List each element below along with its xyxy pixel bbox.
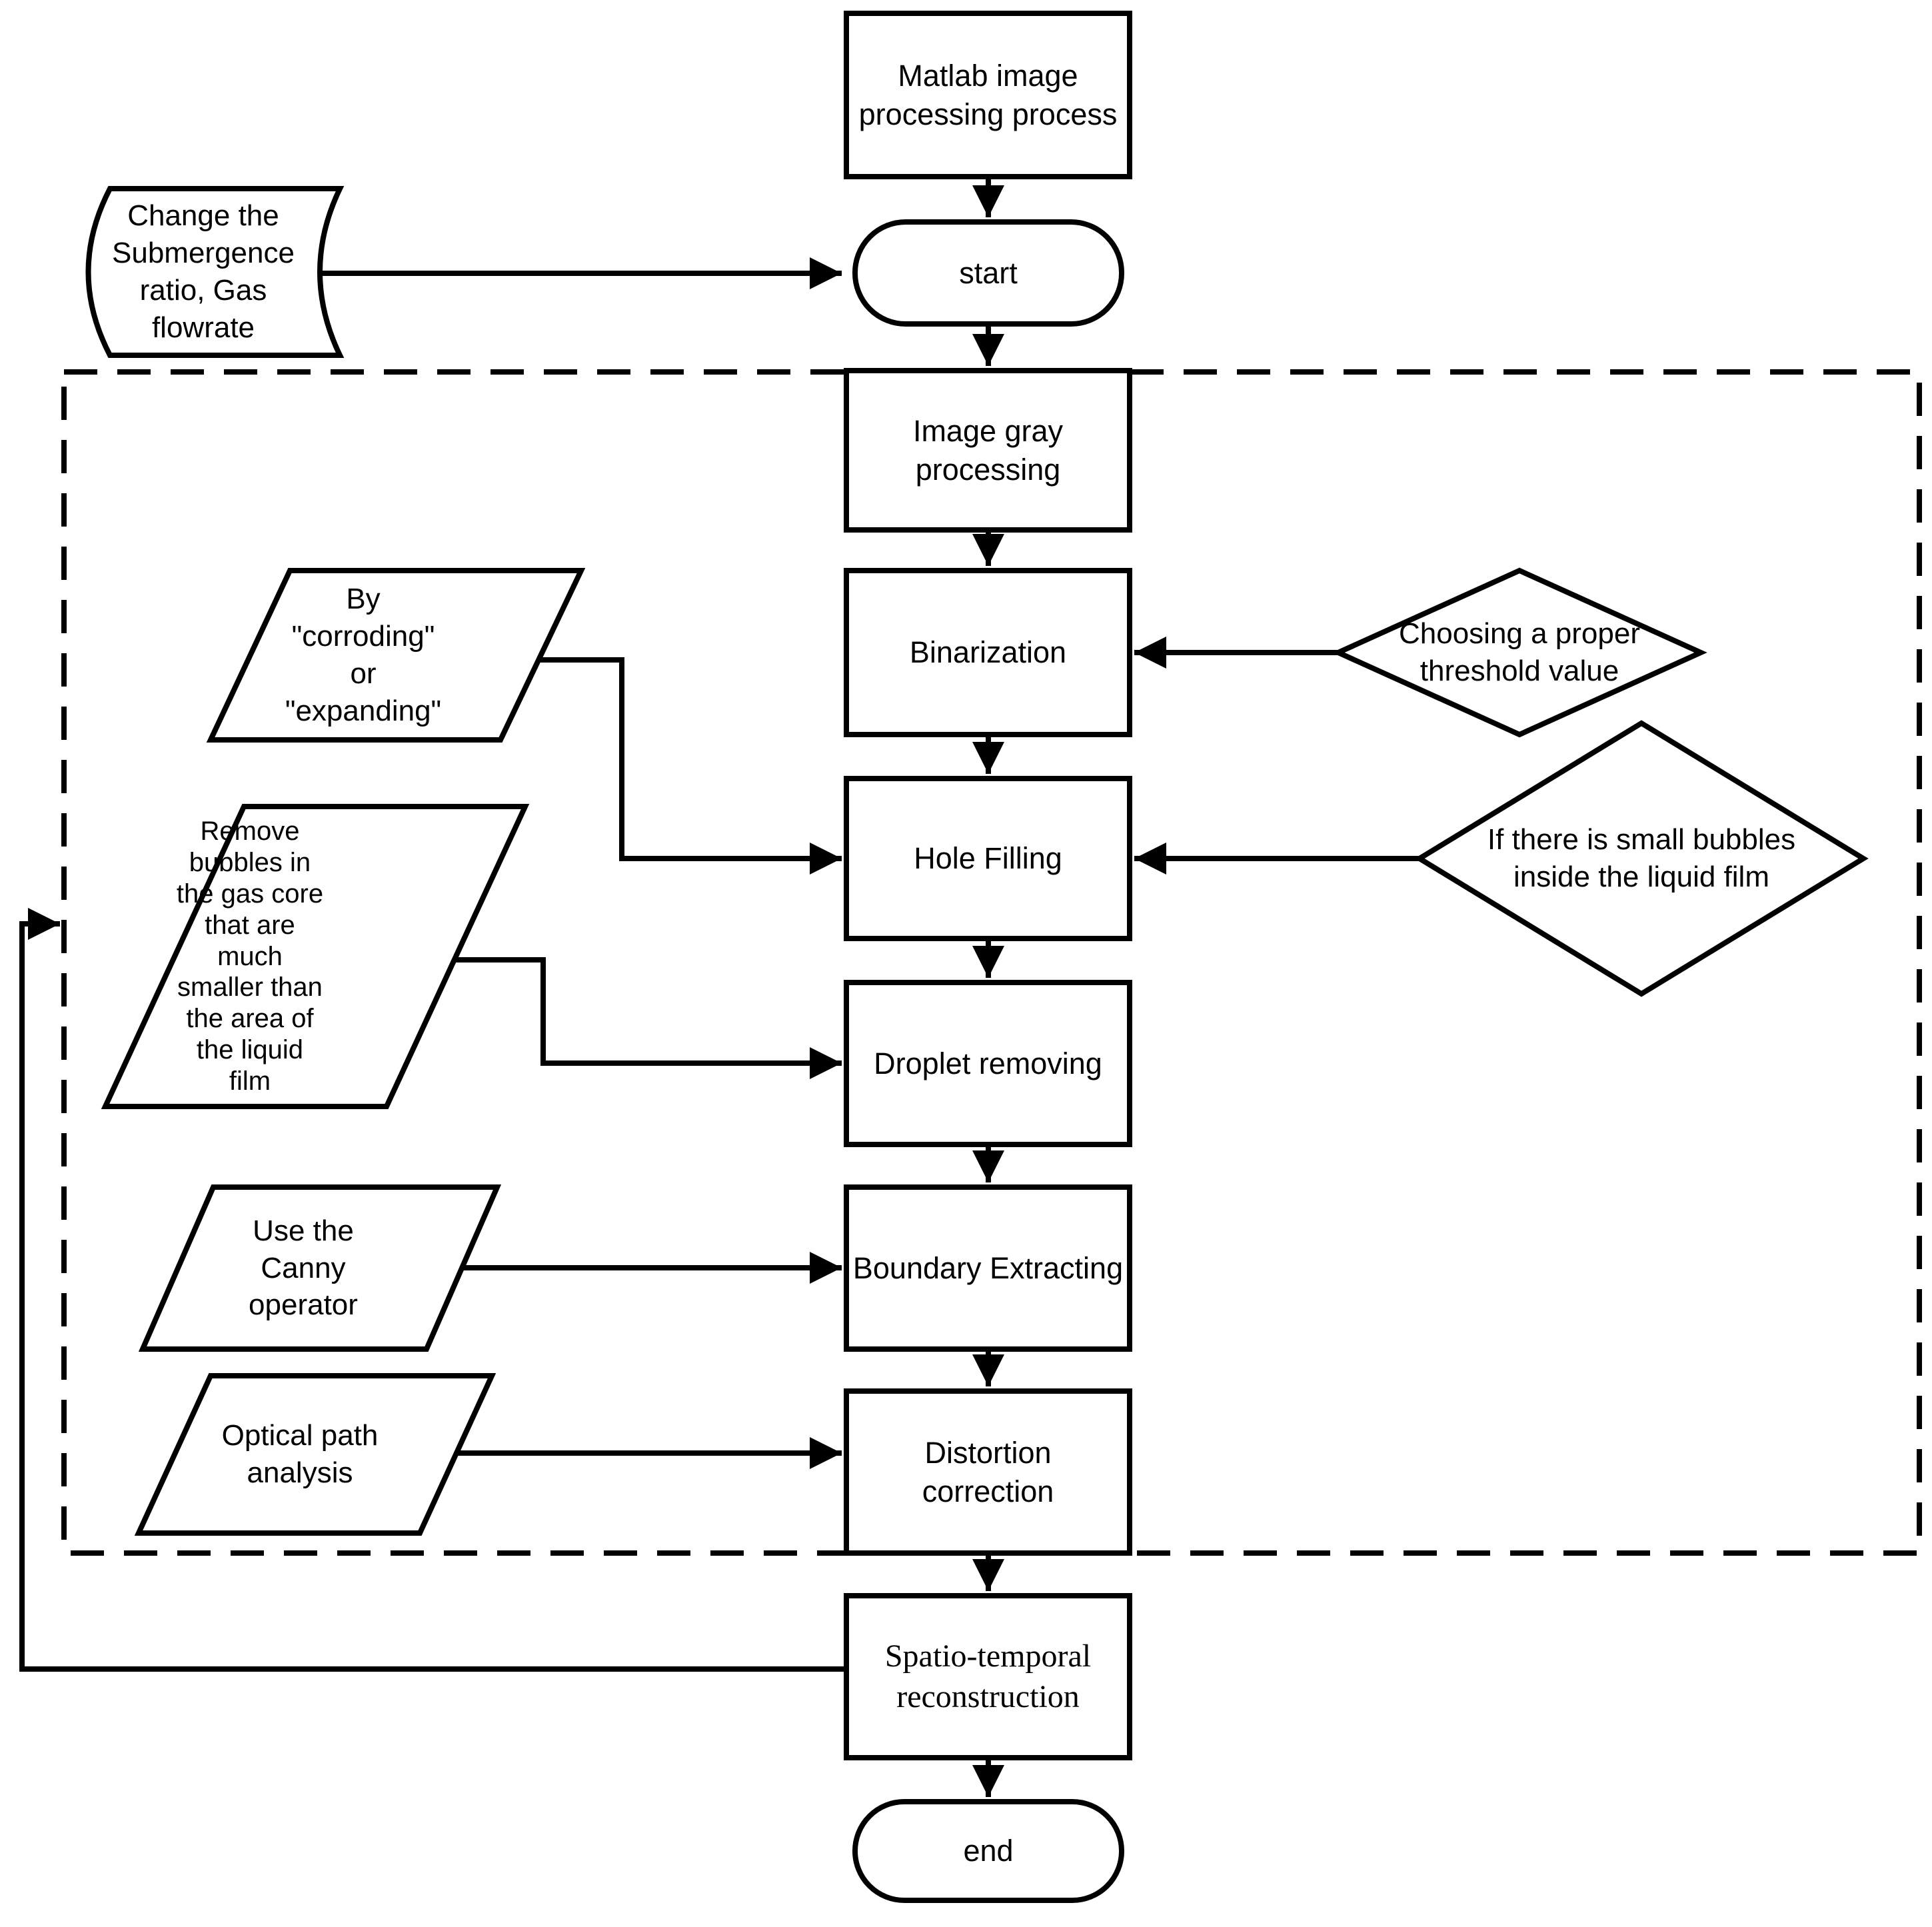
remove-bubbles-label: Remove bubbles in the gas core that are … [176, 817, 324, 1096]
threshold-value-diamond [1332, 567, 1707, 738]
arrow-removebubbles-to-droplet [455, 957, 842, 1079]
boundary-extracting-box [844, 1184, 1132, 1352]
corroding-expanding-parallelogram [206, 568, 586, 743]
spatio-temporal-box [844, 1593, 1132, 1760]
remove-bubbles-parallelogram [101, 804, 530, 1109]
threshold-value-label: Choosing a proper threshold value [1398, 617, 1640, 687]
feedback-loop-line [19, 908, 846, 1672]
canny-operator-parallelogram [138, 1184, 502, 1352]
distortion-correction-label: Distortion correction [922, 1436, 1054, 1508]
image-gray-label: Image gray processing [912, 414, 1064, 487]
droplet-removing-box [844, 980, 1132, 1147]
small-bubbles-diamond [1414, 720, 1869, 997]
hole-filling-box [844, 776, 1132, 941]
image-gray-box [844, 368, 1132, 533]
arrow-corroding-to-holefilling [538, 657, 842, 875]
corroding-expanding-label: By "corroding" or "expanding" [285, 583, 442, 727]
boundary-extracting-label: Boundary Extracting [852, 1250, 1124, 1285]
change-submergence-label: Change the Submergence ratio, Gas flowra… [112, 199, 295, 344]
distortion-correction-box [844, 1388, 1132, 1556]
change-submergence-stored-data [85, 186, 345, 358]
end-terminator [852, 1799, 1124, 1903]
small-bubbles-label: If there is small bubbles inside the liq… [1487, 823, 1796, 893]
canny-operator-label: Use the Canny operator [249, 1214, 358, 1322]
matlab-process-box [844, 11, 1132, 179]
start-label: start [959, 255, 1018, 290]
binarization-box [844, 568, 1132, 737]
binarization-label: Binarization [909, 635, 1067, 670]
optical-path-label: Optical path analysis [221, 1419, 379, 1489]
matlab-process-label: Matlab image processing process [858, 59, 1118, 131]
droplet-removing-label: Droplet removing [874, 1046, 1102, 1080]
hole-filling-label: Hole Filling [914, 841, 1062, 876]
spatio-temporal-label: Spatio-temporal reconstruction [884, 1638, 1092, 1714]
optical-path-parallelogram [134, 1373, 496, 1536]
start-terminator [852, 219, 1124, 327]
end-label: end [963, 1834, 1014, 1868]
